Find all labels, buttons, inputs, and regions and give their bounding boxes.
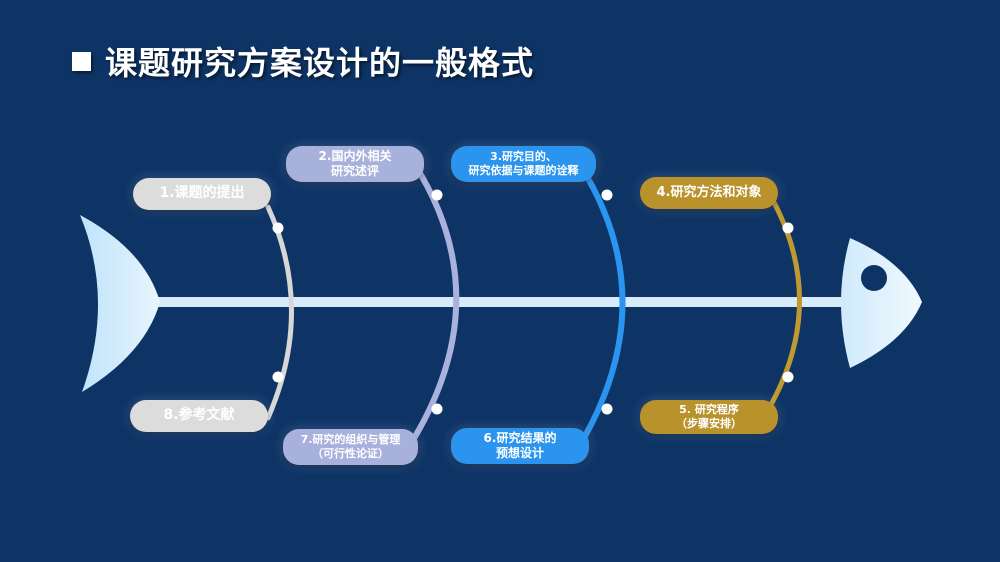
rib-gray: [265, 204, 294, 421]
rib-node: [782, 222, 794, 234]
item-2-label: 2.国内外相关 研究述评: [286, 146, 424, 182]
item-3-label: 3.研究目的、 研究依据与课题的诠释: [451, 146, 596, 182]
rib-node: [782, 371, 794, 383]
fish-spine: [150, 297, 845, 307]
fish-tail-icon: [80, 215, 160, 392]
item-6-label: 6.研究结果的 预想设计: [451, 428, 589, 464]
item-5-label: 5. 研究程序 （步骤安排）: [640, 400, 778, 434]
fish-eye-icon: [861, 265, 887, 291]
rib-node: [601, 403, 613, 415]
rib-node: [431, 189, 443, 201]
rib-node: [272, 371, 284, 383]
item-7-label: 7.研究的组织与管理 （可行性论证）: [283, 429, 418, 465]
rib-node: [272, 222, 284, 234]
item-4-label: 4.研究方法和对象: [640, 177, 778, 209]
item-8-label: 8.参考文献: [130, 400, 268, 432]
rib-node: [431, 403, 443, 415]
rib-blue: [577, 162, 626, 448]
rib-node: [601, 189, 613, 201]
rib-lavender: [407, 162, 460, 448]
page-title: 课题研究方案设计的一般格式: [105, 44, 535, 82]
item-1-label: 1.课题的提出: [133, 178, 271, 210]
title-bullet-icon: [72, 51, 91, 71]
fish-head-icon: [841, 238, 922, 368]
rib-gold: [765, 192, 802, 413]
slide-title: 课题研究方案设计的一般格式: [72, 38, 534, 84]
